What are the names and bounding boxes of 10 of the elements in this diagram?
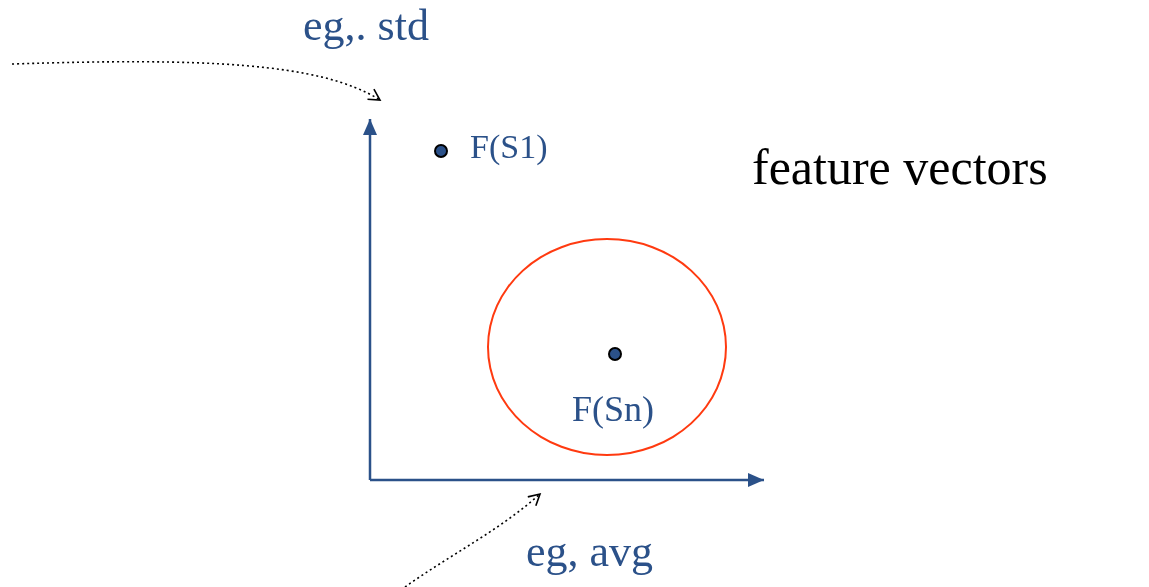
axis-label: eg, avg	[526, 494, 716, 586]
cluster-ellipse	[487, 238, 727, 456]
point-label: F(Sn)	[572, 388, 655, 430]
data-point	[608, 347, 622, 361]
axis-label: eg,. std	[303, 0, 493, 100]
point-label: F(S1)	[470, 128, 548, 166]
dotted-arrow	[404, 493, 541, 587]
dotted-arrow	[11, 60, 381, 101]
data-point	[434, 144, 448, 158]
caption-text: feature vectors	[752, 138, 1048, 196]
